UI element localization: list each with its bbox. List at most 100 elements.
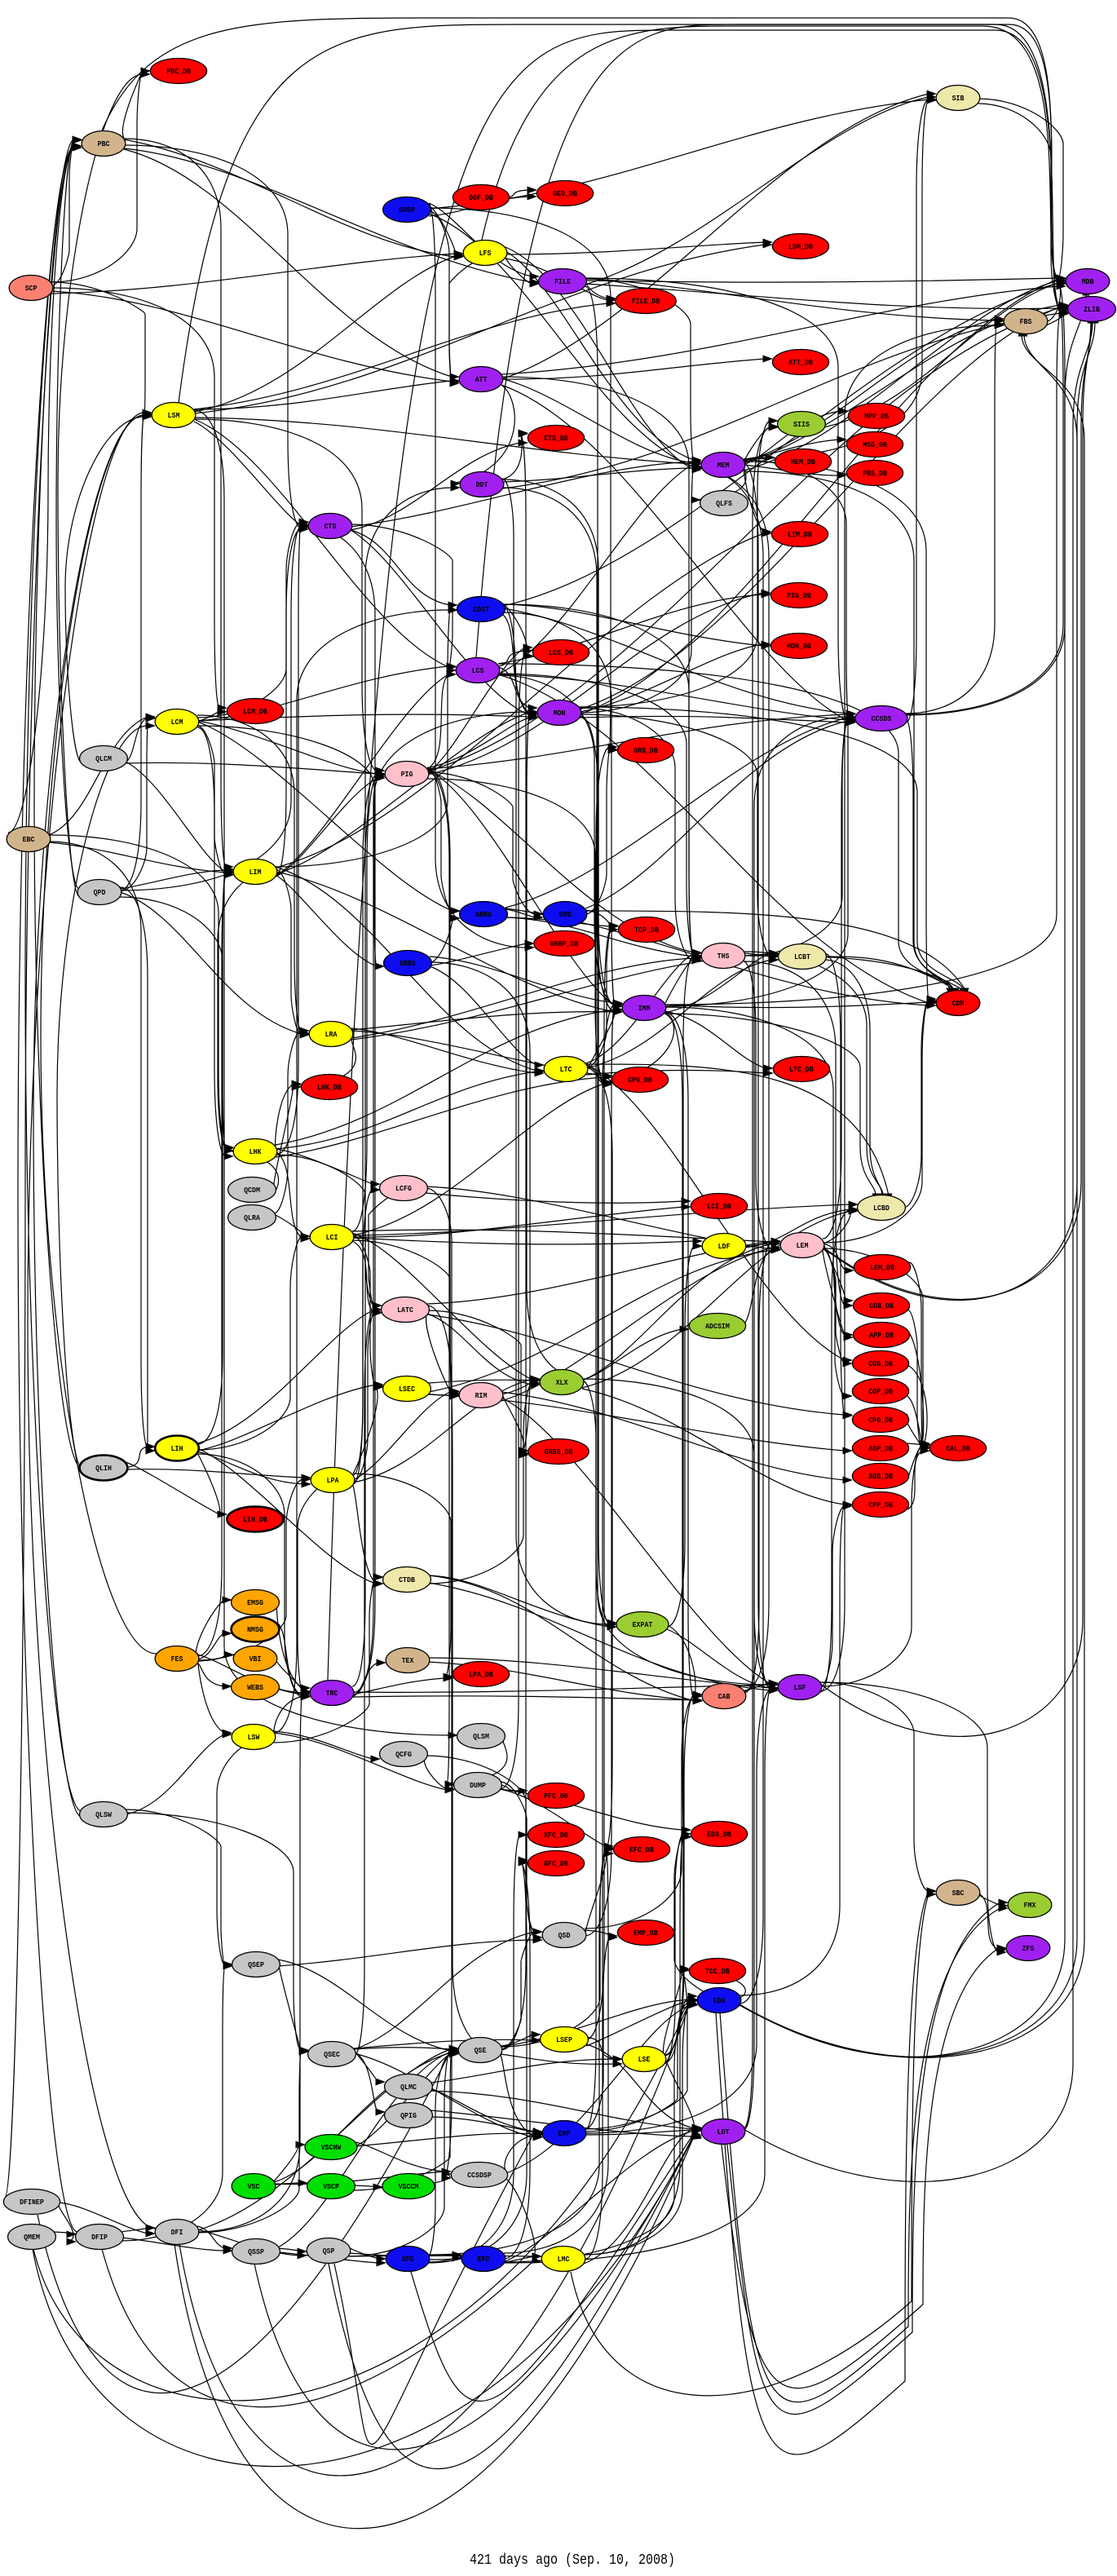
svg-text:LIM: LIM: [249, 868, 262, 877]
svg-text:CAL_DB: CAL_DB: [946, 1445, 970, 1453]
svg-text:VSCCM: VSCCM: [399, 2183, 419, 2191]
svg-text:VBI: VBI: [249, 1655, 262, 1664]
svg-text:RIM: RIM: [475, 1392, 488, 1400]
svg-text:421 days ago (Sep. 10, 2008): 421 days ago (Sep. 10, 2008): [470, 2552, 675, 2569]
svg-text:PIG: PIG: [401, 771, 413, 779]
svg-text:TCP_DB: TCP_DB: [634, 926, 659, 935]
svg-text:EMP_DB: EMP_DB: [634, 1929, 658, 1938]
svg-text:PIG_DB: PIG_DB: [787, 592, 811, 600]
svg-text:VSC: VSC: [248, 2183, 260, 2191]
svg-text:QLMC: QLMC: [400, 2083, 417, 2092]
svg-text:CTS: CTS: [325, 523, 337, 531]
svg-text:GRBS: GRBS: [400, 960, 416, 968]
svg-text:ATT: ATT: [475, 376, 488, 384]
svg-text:MEM: MEM: [717, 462, 730, 470]
svg-text:SBC: SBC: [952, 1889, 965, 1898]
svg-text:SCP: SCP: [25, 285, 38, 293]
svg-text:EDST: EDST: [473, 606, 489, 614]
svg-text:GEO_DB: GEO_DB: [553, 190, 577, 198]
svg-text:LRA: LRA: [325, 1031, 338, 1039]
svg-text:EBC: EBC: [23, 836, 35, 844]
svg-text:PFC_DB: PFC_DB: [544, 1792, 568, 1801]
svg-text:QCDM: QCDM: [244, 1186, 260, 1195]
svg-text:LCS: LCS: [472, 667, 484, 675]
svg-text:VSCHW: VSCHW: [321, 2144, 342, 2152]
svg-text:LCBD: LCBD: [873, 1204, 890, 1213]
svg-text:LDF: LDF: [718, 1243, 731, 1251]
svg-text:CAB: CAB: [718, 1693, 731, 1701]
svg-text:QSP: QSP: [323, 2247, 335, 2256]
svg-text:VSCP: VSCP: [323, 2183, 339, 2191]
svg-text:LEM: LEM: [797, 1242, 809, 1250]
svg-text:IMM: IMM: [638, 1005, 651, 1013]
svg-text:QLFS: QLFS: [716, 500, 732, 508]
svg-text:CTS_DB: CTS_DB: [544, 435, 568, 443]
svg-text:XFC: XFC: [402, 2256, 414, 2264]
svg-text:QSSP: QSSP: [248, 2248, 264, 2256]
svg-text:MEM_DB: MEM_DB: [791, 458, 815, 466]
svg-text:MSG_DB: MSG_DB: [863, 441, 887, 449]
svg-text:LSF: LSF: [794, 1684, 806, 1692]
svg-text:FILE: FILE: [554, 278, 571, 286]
svg-text:EFC: EFC: [478, 2256, 490, 2264]
svg-text:EMSG: EMSG: [247, 1599, 263, 1607]
svg-text:APP_DB: APP_DB: [869, 1332, 894, 1340]
svg-text:SIIS: SIIS: [793, 421, 810, 429]
svg-text:LIM_DB: LIM_DB: [788, 531, 812, 539]
svg-text:LCBT: LCBT: [794, 953, 810, 961]
svg-text:SIB: SIB: [952, 95, 965, 103]
svg-text:QLSW: QLSW: [95, 1811, 112, 1819]
svg-text:QLIH: QLIH: [95, 1465, 112, 1473]
svg-text:QPIG: QPIG: [400, 2112, 417, 2120]
svg-text:LTC_DB: LTC_DB: [789, 1066, 814, 1074]
svg-text:LSM: LSM: [168, 412, 180, 420]
svg-text:LIH_DB: LIH_DB: [243, 1516, 267, 1524]
svg-text:COG_DB: COG_DB: [868, 1360, 893, 1368]
svg-text:FBS: FBS: [1020, 318, 1032, 326]
svg-text:LTC: LTC: [560, 1066, 572, 1074]
svg-text:LSEC: LSEC: [399, 1385, 415, 1394]
svg-text:PBS_DB: PBS_DB: [863, 470, 887, 478]
svg-text:QLSM: QLSM: [473, 1733, 489, 1741]
svg-text:XLX: XLX: [556, 1379, 568, 1387]
svg-text:LSM_DB: LSM_DB: [788, 243, 813, 251]
svg-text:ZLIB: ZLIB: [1084, 306, 1100, 314]
svg-text:EDS: EDS: [713, 1997, 726, 2005]
svg-text:DFINEP: DFINEP: [20, 2198, 44, 2207]
svg-text:LHK_DB: LHK_DB: [317, 1084, 342, 1092]
svg-text:CCSDSP: CCSDSP: [467, 2172, 492, 2180]
svg-text:EFC_DB: EFC_DB: [629, 1846, 654, 1854]
svg-text:CPU_DB: CPU_DB: [628, 1076, 652, 1085]
svg-text:LEM_DB: LEM_DB: [870, 1264, 894, 1272]
svg-text:EMP: EMP: [558, 2130, 571, 2138]
svg-text:ADCSIM: ADCSIM: [705, 1323, 730, 1331]
svg-text:ATT_DB: ATT_DB: [788, 359, 813, 367]
svg-text:DDT: DDT: [476, 481, 488, 489]
svg-text:TCC_DB: TCC_DB: [705, 1968, 730, 1976]
svg-text:FMX: FMX: [1024, 1902, 1036, 1910]
svg-text:MON: MON: [554, 709, 566, 718]
svg-text:GFC_DB: GFC_DB: [544, 1860, 568, 1868]
svg-text:MON_DB: MON_DB: [787, 643, 811, 651]
svg-text:LPA_DB: LPA_DB: [469, 1671, 493, 1679]
svg-text:CTDB: CTDB: [399, 1576, 415, 1584]
svg-text:GGF_DB: GGF_DB: [469, 194, 493, 202]
svg-text:CCSDS: CCSDS: [872, 715, 892, 723]
svg-text:XFC_DB: XFC_DB: [544, 1831, 568, 1840]
svg-text:QSE: QSE: [475, 2047, 487, 2055]
svg-text:QSD: QSD: [558, 1932, 571, 1940]
svg-text:THS: THS: [717, 952, 730, 961]
svg-text:DUMP: DUMP: [470, 1782, 486, 1790]
svg-text:LMC: LMC: [558, 2256, 570, 2264]
svg-text:CDM: CDM: [952, 1000, 965, 1008]
svg-text:LSW: LSW: [248, 1734, 260, 1742]
svg-text:LSE: LSE: [638, 2056, 651, 2064]
svg-text:AOP_DB: AOP_DB: [868, 1445, 893, 1453]
svg-text:GRBU: GRBU: [475, 911, 492, 919]
svg-text:CGB_DB: CGB_DB: [869, 1302, 894, 1310]
svg-text:GRB_DB: GRB_DB: [634, 747, 658, 755]
svg-text:QLRA: QLRA: [244, 1214, 260, 1222]
svg-text:FILE_DB: FILE_DB: [632, 298, 660, 306]
svg-text:TEX: TEX: [402, 1657, 414, 1665]
svg-text:DFIP: DFIP: [91, 2234, 108, 2242]
